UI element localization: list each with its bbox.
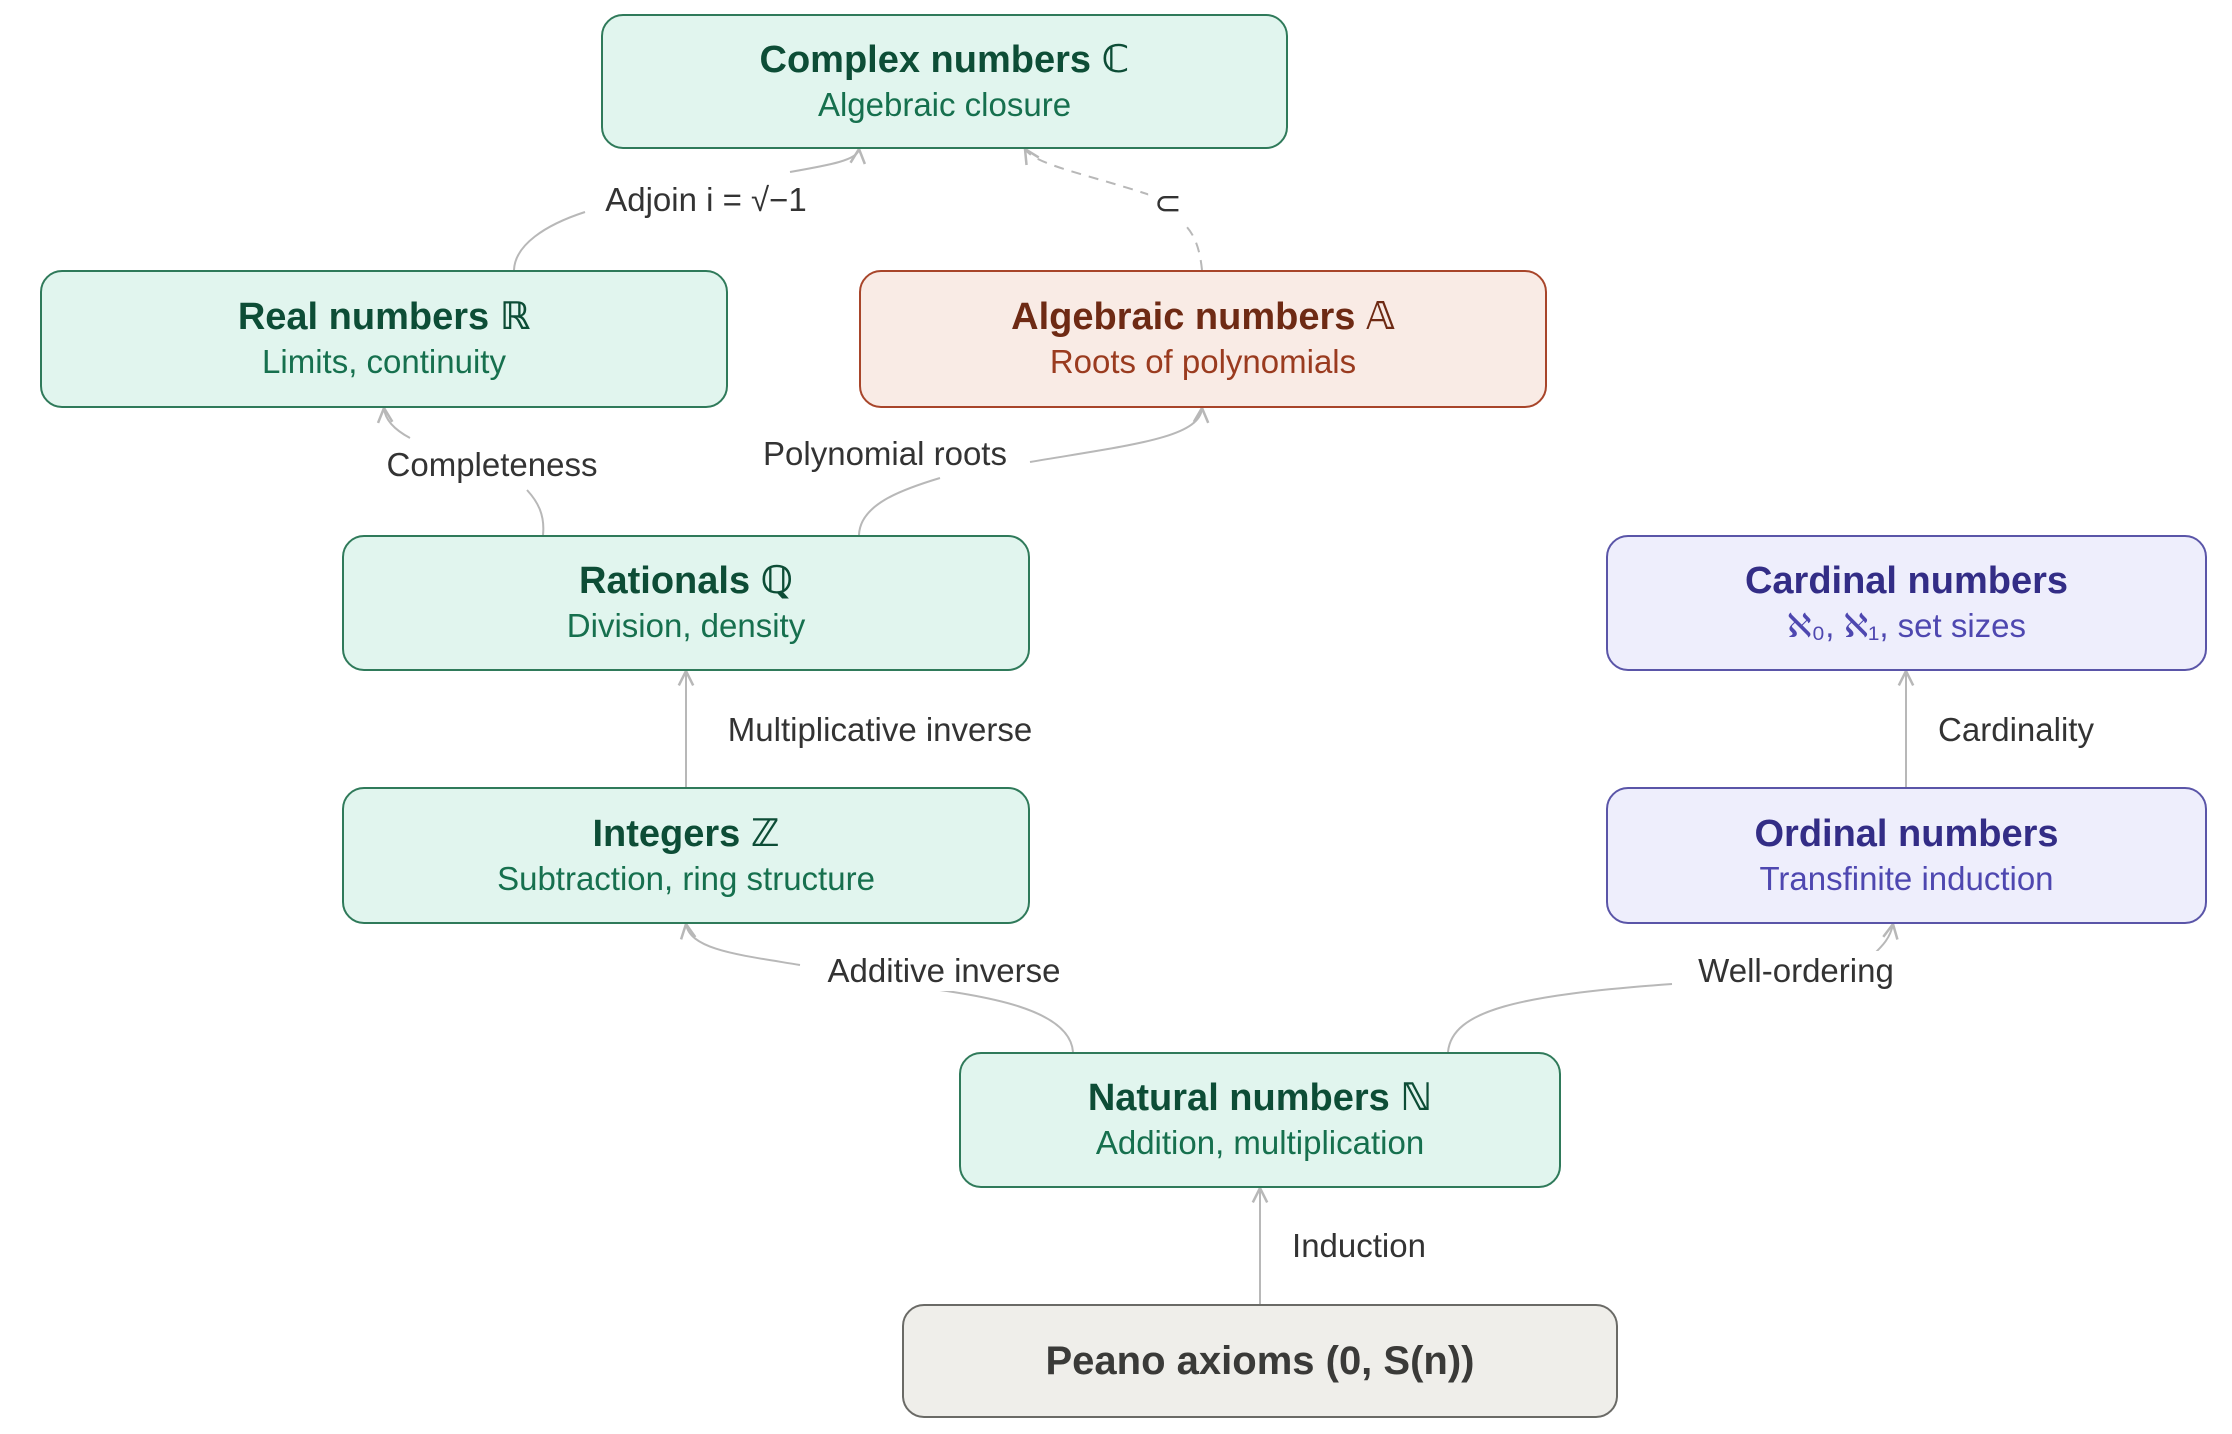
node-title: Natural numbers ℕ (1087, 1077, 1433, 1119)
edge-label-induction: Induction (1286, 1226, 1432, 1266)
node-subtitle: Roots of polynomials (1049, 343, 1357, 380)
node-subtitle: Subtraction, ring structure (497, 859, 875, 897)
node-peano-axioms[interactable]: Peano axioms (0, S(n)) (902, 1304, 1618, 1418)
node-algebraic-numbers[interactable]: Algebraic numbers 𝔸 Roots of polynomials (859, 270, 1547, 408)
edge-label-adjoin-i: Adjoin i = √−1 (599, 180, 813, 220)
edge-label-well-ordering: Well-ordering (1692, 951, 1900, 991)
node-subtitle: Transfinite induction (1759, 859, 2054, 897)
node-complex-numbers[interactable]: Complex numbers ℂ Algebraic closure (601, 14, 1288, 149)
node-rationals[interactable]: Rationals ℚ Division, density (342, 535, 1030, 671)
edge-real-complex (513, 149, 859, 271)
node-title: Cardinal numbers (1744, 560, 2069, 602)
node-title: Algebraic numbers 𝔸 (1011, 296, 1395, 338)
node-title: Rationals ℚ (579, 560, 793, 602)
edge-label-completeness: Completeness (380, 445, 604, 485)
node-title: Complex numbers ℂ (759, 38, 1130, 81)
node-subtitle: ℵ₀, ℵ₁, set sizes (1786, 607, 2027, 644)
edge-label-polynomial-roots: Polynomial roots (757, 434, 1013, 474)
node-real-numbers[interactable]: Real numbers ℝ Limits, continuity (40, 270, 728, 408)
node-integers[interactable]: Integers ℤ Subtraction, ring structure (342, 787, 1030, 924)
edge-label-cardinality: Cardinality (1932, 710, 2100, 750)
node-title: Peano axioms (0, S(n)) (1045, 1339, 1475, 1383)
node-ordinal-numbers[interactable]: Ordinal numbers Transfinite induction (1606, 787, 2207, 924)
node-subtitle: Addition, multiplication (1095, 1124, 1425, 1161)
edge-label-subset: ⊂ (1148, 183, 1188, 223)
node-subtitle: Division, density (566, 607, 806, 644)
node-title: Ordinal numbers (1754, 812, 2059, 855)
node-subtitle: Limits, continuity (262, 343, 506, 380)
edge-label-additive-inverse: Additive inverse (821, 951, 1067, 991)
edge-algebraic-complex (1025, 149, 1203, 271)
node-cardinal-numbers[interactable]: Cardinal numbers ℵ₀, ℵ₁, set sizes (1606, 535, 2207, 671)
node-title: Real numbers ℝ (237, 296, 531, 338)
edge-rationals-real (384, 408, 545, 536)
node-natural-numbers[interactable]: Natural numbers ℕ Addition, multiplicati… (959, 1052, 1561, 1188)
node-subtitle: Algebraic closure (817, 85, 1072, 123)
node-title: Integers ℤ (592, 812, 780, 855)
edge-rationals-algebraic (858, 408, 1202, 536)
edge-label-multiplicative-inverse: Multiplicative inverse (721, 710, 1039, 750)
